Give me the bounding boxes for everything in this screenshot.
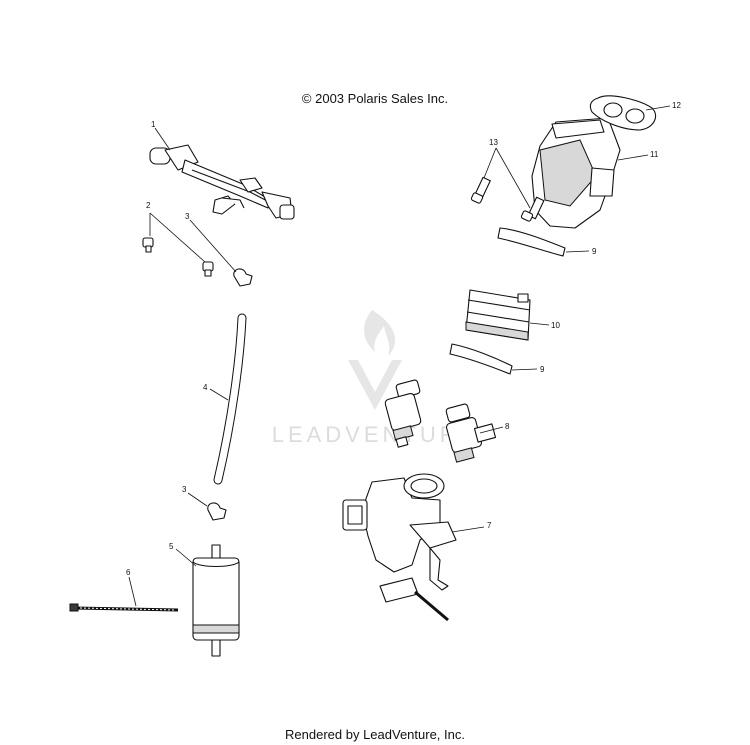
callout-1: 1 bbox=[151, 120, 156, 129]
callout-8: 8 bbox=[505, 422, 510, 431]
part-11-intake-manifold bbox=[531, 117, 621, 229]
callout-5: 5 bbox=[169, 542, 174, 551]
callout-13: 13 bbox=[489, 138, 498, 147]
part-13-bolts bbox=[470, 176, 545, 222]
part-4-fuel-hose bbox=[213, 313, 247, 485]
part-2-screws bbox=[142, 237, 214, 277]
callout-12: 12 bbox=[672, 101, 681, 110]
callout-2: 2 bbox=[146, 201, 151, 210]
part-6-cable-tie bbox=[69, 603, 179, 612]
part-3-clamp-lower bbox=[207, 502, 227, 521]
callout-9-lower: 9 bbox=[540, 365, 545, 374]
callout-10: 10 bbox=[551, 321, 560, 330]
part-9-band-upper bbox=[497, 227, 566, 257]
part-1-fuel-rail bbox=[149, 144, 295, 220]
injector-right bbox=[445, 403, 497, 463]
part-7-throttle-body bbox=[342, 473, 457, 622]
injector-left bbox=[384, 379, 422, 448]
callout-11: 11 bbox=[650, 150, 659, 159]
copyright-notice: © 2003 Polaris Sales Inc. bbox=[301, 91, 449, 106]
part-9-band-lower bbox=[449, 343, 513, 375]
watermark-text: LEADVENTURE bbox=[272, 422, 479, 447]
part-12-gasket bbox=[589, 95, 657, 131]
leadventure-watermark: LEADVENTURE bbox=[272, 310, 479, 447]
part-10-intake-boot bbox=[465, 289, 531, 341]
callout-3-lower: 3 bbox=[182, 485, 187, 494]
callout-4: 4 bbox=[203, 383, 208, 392]
callout-7: 7 bbox=[487, 521, 492, 530]
callout-9-upper: 9 bbox=[592, 247, 597, 256]
part-5-fuel-filter bbox=[192, 544, 240, 657]
part-3-clamp-upper bbox=[233, 268, 253, 287]
part-8-fuel-injectors bbox=[384, 379, 497, 463]
callout-labels: 1 2 3 4 3 5 6 7 8 9 9 10 11 12 13 bbox=[126, 101, 681, 577]
callout-6: 6 bbox=[126, 568, 131, 577]
leader-lines bbox=[128, 105, 671, 607]
callout-3-upper: 3 bbox=[185, 212, 190, 221]
render-credit: Rendered by LeadVenture, Inc. bbox=[285, 727, 465, 742]
